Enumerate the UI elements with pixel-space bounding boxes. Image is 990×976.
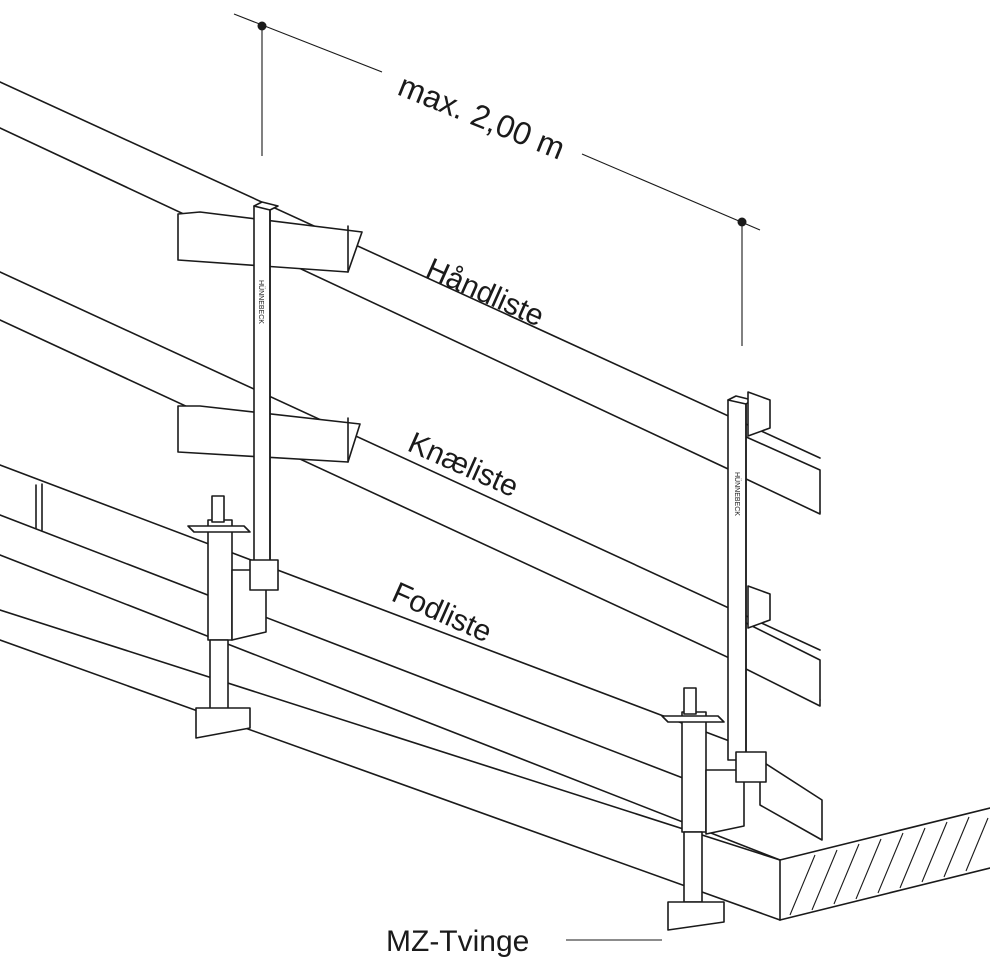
mid-rail xyxy=(0,271,821,707)
left-post: HÜNNEBECK xyxy=(253,201,279,577)
top-rail-label: Håndliste xyxy=(421,252,549,333)
ground-hatch xyxy=(789,816,989,916)
toe-board xyxy=(0,464,823,841)
clamp-label: MZ-Tvinge xyxy=(386,925,529,958)
right-post-brand: HÜNNEBECK xyxy=(733,472,741,516)
top-rail xyxy=(0,81,821,515)
dimension-endpoint-right xyxy=(737,217,747,227)
dimension-label: max. 2,00 m xyxy=(393,67,570,166)
clamp-callout: MZ-Tvinge xyxy=(386,925,662,958)
left-post-brand: HÜNNEBECK xyxy=(257,280,265,324)
left-clamp xyxy=(187,495,279,739)
mid-rail-label: Knæliste xyxy=(403,426,523,504)
floor-slab xyxy=(0,554,990,921)
toe-board-label: Fodliste xyxy=(387,576,496,649)
right-clamp xyxy=(661,687,767,931)
dimension-endpoint-left xyxy=(257,21,267,31)
